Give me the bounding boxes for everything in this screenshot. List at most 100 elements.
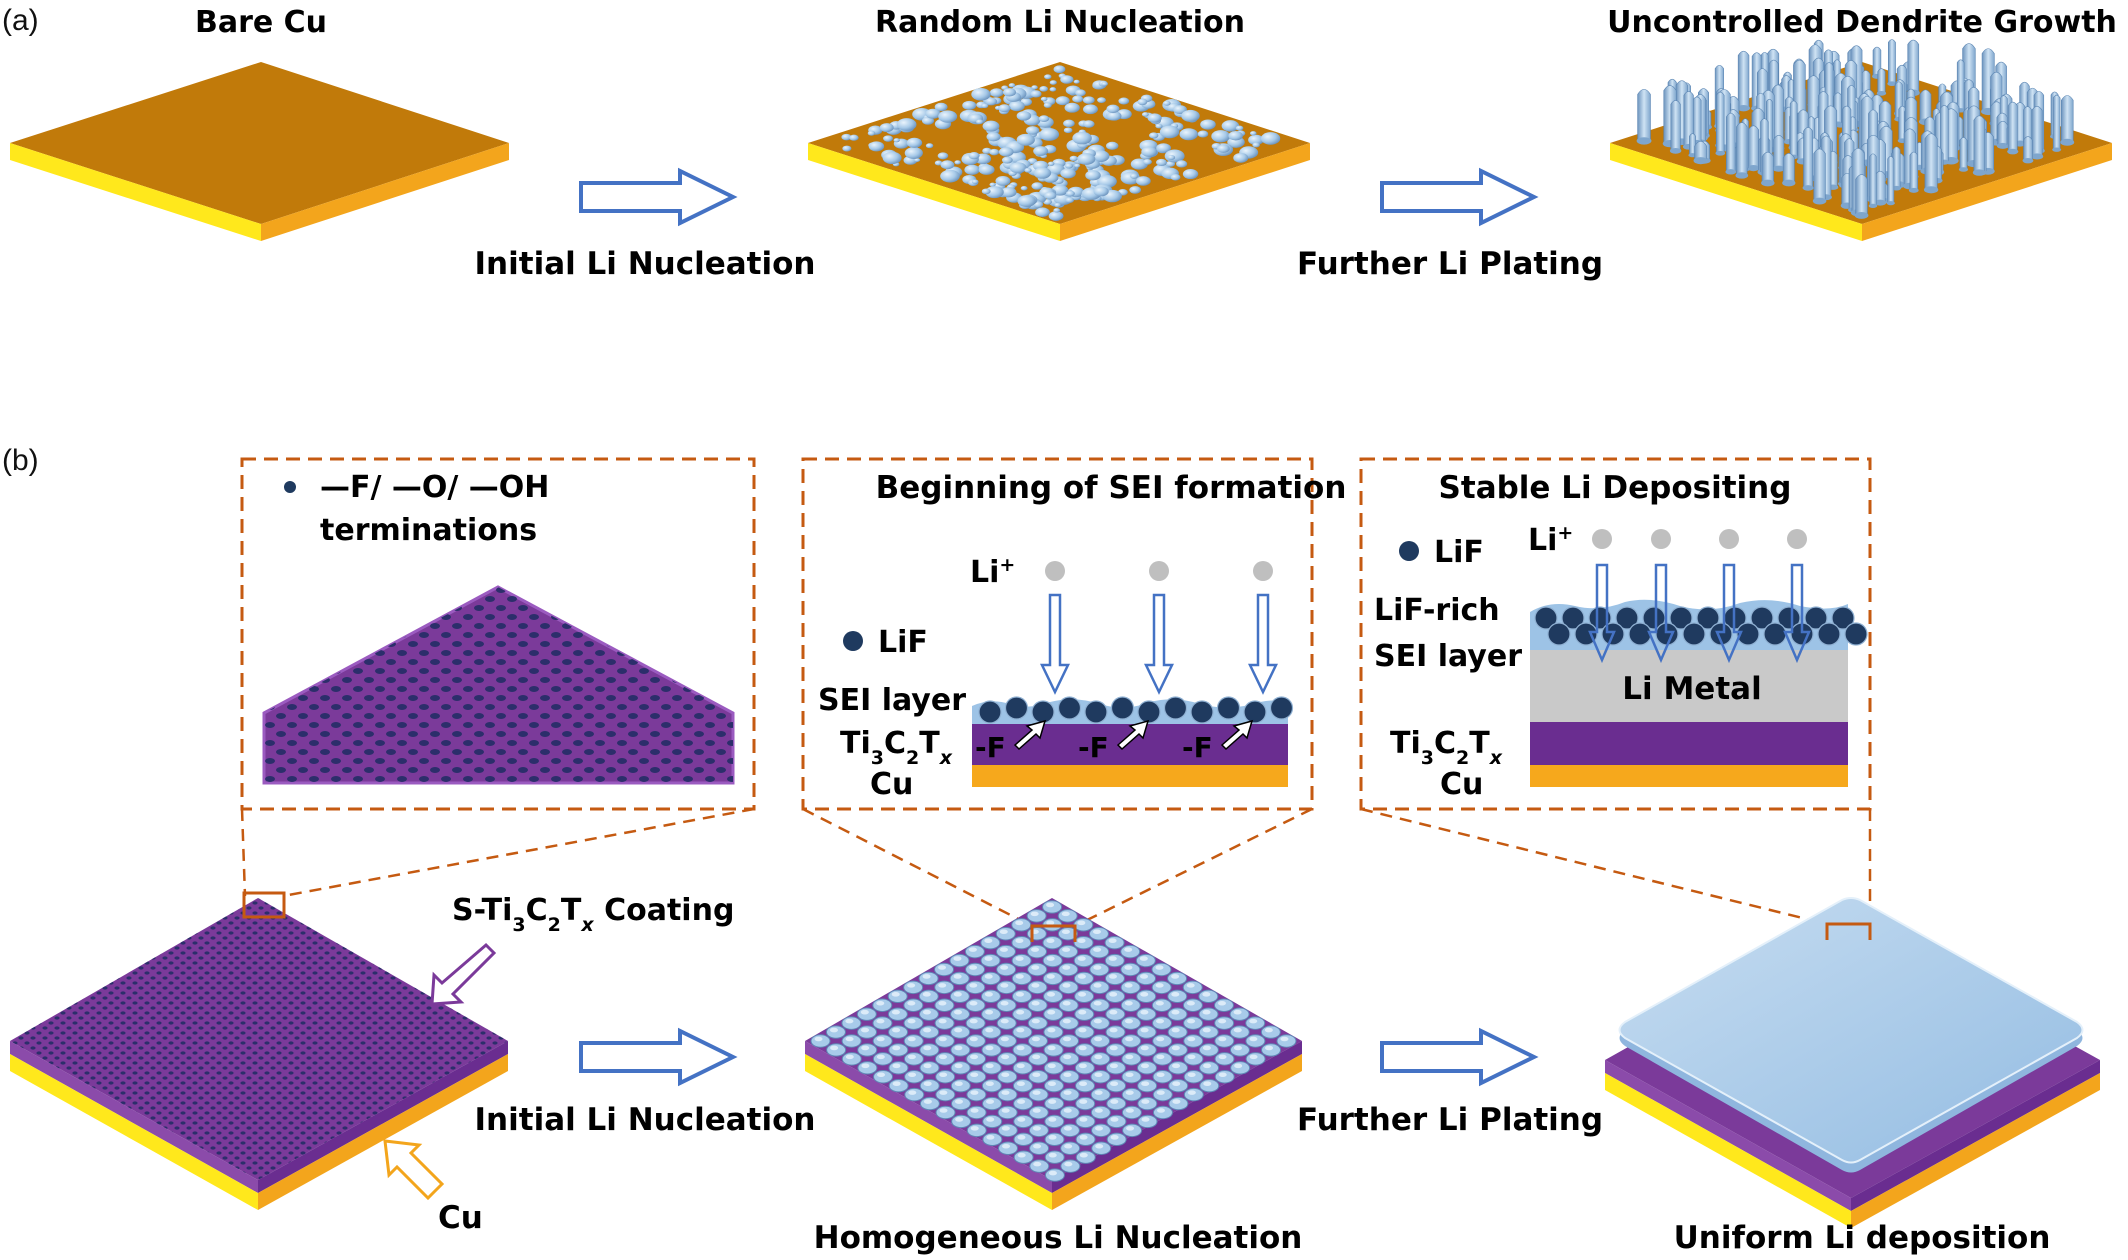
li-nucleus — [1091, 1123, 1112, 1138]
li-nucleus — [981, 1078, 1002, 1093]
li-nucleus — [982, 1114, 1003, 1129]
li-nucleus — [1048, 211, 1064, 221]
li-nucleus — [940, 160, 955, 170]
li-nucleus — [1118, 97, 1130, 105]
li-dendrite — [1803, 127, 1813, 189]
li-nucleus — [1235, 125, 1244, 131]
li-nucleus — [857, 1025, 878, 1039]
li-ion-icon — [1592, 529, 1612, 549]
li-nucleus — [1058, 998, 1079, 1012]
li-nucleus — [1141, 112, 1149, 117]
li-dendrite — [1907, 39, 1920, 94]
li-nucleus — [1054, 202, 1062, 208]
li-nucleus — [1031, 182, 1043, 190]
li-nucleus — [1214, 1034, 1235, 1048]
lif-particle — [1682, 622, 1706, 646]
li-nucleus — [1058, 1016, 1079, 1030]
li-dendrite — [2061, 95, 2074, 143]
lif-particle — [1534, 606, 1558, 630]
li-nucleus — [1059, 1123, 1080, 1138]
li-nucleus — [1152, 1016, 1173, 1030]
li-dendrite — [1683, 91, 1694, 148]
arrow-b2 — [1380, 1027, 1539, 1087]
li-dendrite-base — [1876, 90, 1887, 96]
inset2-cu-label: Cu — [870, 767, 913, 802]
li-nucleus — [985, 186, 1004, 199]
li-nucleus — [981, 1061, 1002, 1075]
li-nucleus — [1089, 962, 1110, 977]
li-nucleus — [1012, 1078, 1033, 1093]
li-dendrite-base — [1715, 150, 1726, 156]
arrow-b1 — [579, 1027, 738, 1087]
li-nucleus — [919, 1096, 940, 1111]
lif-particle — [1804, 606, 1828, 630]
li-nucleus — [954, 160, 961, 165]
li-nucleus — [1089, 998, 1110, 1012]
li-nucleus — [1245, 1016, 1266, 1030]
li-dendrite — [1892, 146, 1901, 189]
li-nucleus — [989, 182, 996, 187]
li-nucleus — [1057, 909, 1078, 923]
li-nucleus — [842, 145, 852, 152]
li-nucleus — [1043, 1043, 1064, 1057]
li-nucleus — [1151, 998, 1172, 1012]
li-nucleus — [950, 1025, 971, 1039]
li-nuclei-random — [841, 65, 1281, 221]
li-nucleus — [1198, 1025, 1219, 1039]
li-nucleus — [1155, 158, 1167, 167]
arrow-a1-label: Initial Li Nucleation — [475, 246, 816, 282]
li-nucleus — [1106, 104, 1120, 114]
li-nucleus — [1043, 1007, 1064, 1021]
li-nucleus — [1013, 1150, 1034, 1164]
lif-particle — [1696, 606, 1720, 630]
li-nucleus — [903, 980, 924, 995]
li-nucleus — [888, 1025, 909, 1039]
arrow-b2-label: Further Li Plating — [1297, 1102, 1603, 1138]
li-nucleus — [1149, 132, 1159, 139]
li-nucleus — [1028, 1087, 1049, 1102]
li-dendrite — [1887, 156, 1895, 204]
lif-particle — [1750, 606, 1774, 630]
inset3-li-ions — [1588, 529, 1811, 664]
li-dendrite — [1773, 135, 1785, 169]
li-nucleus — [1029, 1141, 1050, 1155]
li-nucleus — [872, 1034, 893, 1048]
li-nucleus — [841, 133, 852, 141]
li-nucleus — [1167, 154, 1176, 160]
li-nucleus — [1042, 900, 1063, 914]
li-nucleus — [934, 998, 955, 1012]
zoom-marker — [1030, 924, 1077, 942]
li-nucleus — [1183, 1052, 1204, 1066]
li-nucleus — [1027, 998, 1048, 1012]
li-nucleus — [1024, 167, 1032, 173]
li-nucleus — [968, 152, 980, 160]
li-nucleus — [938, 110, 958, 123]
li-dendrite-base — [1996, 142, 2009, 149]
li-nucleus — [1155, 123, 1163, 129]
li-nucleus — [1229, 1025, 1250, 1039]
li-nucleus — [1033, 146, 1049, 156]
li-nucleus — [1013, 1096, 1034, 1111]
li-nucleus — [1027, 1034, 1048, 1048]
li-nucleus — [888, 1078, 909, 1093]
li-nucleus — [1198, 989, 1219, 1004]
inset2-lif-legend: LiF — [878, 625, 928, 660]
li-dendrite — [2052, 94, 2061, 150]
li-nucleus — [966, 1052, 987, 1066]
li-nucleus — [867, 130, 876, 136]
lif-particle — [1243, 700, 1267, 724]
li-dendrite — [1813, 148, 1826, 202]
li-nucleus — [1075, 1150, 1096, 1164]
li-nucleus — [1121, 1087, 1142, 1102]
li-nucleus — [1152, 1070, 1173, 1084]
inset1-legend-line1: —F/ —O/ —OH — [320, 470, 549, 505]
li-nucleus — [919, 1078, 940, 1093]
li-nucleus — [985, 97, 998, 106]
li-nucleus — [1058, 962, 1079, 977]
li-nucleus — [1089, 1016, 1110, 1030]
li-nucleus — [980, 971, 1001, 986]
li-nucleus — [1217, 144, 1230, 153]
li-nucleus — [966, 1105, 987, 1120]
li-nucleus — [1200, 119, 1216, 130]
li-nucleus — [1026, 927, 1047, 941]
